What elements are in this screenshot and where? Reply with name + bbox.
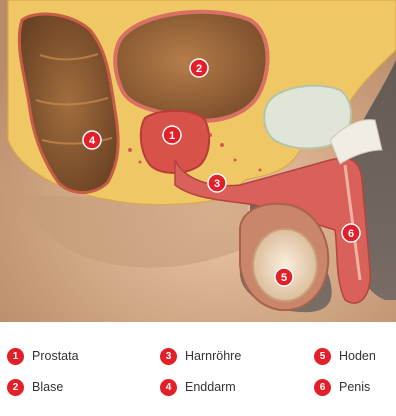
legend-item-prostata: 1 Prostata xyxy=(7,346,79,366)
legend-label-enddarm: Enddarm xyxy=(185,380,236,394)
legend-item-hoden: 5 Hoden xyxy=(314,346,376,366)
legend-item-harnroehre: 3 Harnröhre xyxy=(160,346,241,366)
legend-item-enddarm: 4 Enddarm xyxy=(160,377,236,397)
marker-1: 1 xyxy=(163,126,181,144)
svg-text:3: 3 xyxy=(214,178,220,190)
legend-label-harnroehre: Harnröhre xyxy=(185,349,241,363)
legend-label-penis: Penis xyxy=(339,380,370,394)
legend-label-prostata: Prostata xyxy=(32,349,79,363)
legend-marker-4: 4 xyxy=(160,379,177,396)
marker-6: 6 xyxy=(342,224,360,242)
legend-label-blase: Blase xyxy=(32,380,63,394)
legend-item-blase: 2 Blase xyxy=(7,377,63,397)
legend-label-hoden: Hoden xyxy=(339,349,376,363)
legend-item-penis: 6 Penis xyxy=(314,377,370,397)
svg-text:2: 2 xyxy=(196,63,202,75)
anatomy-illustration: 1 2 3 4 5 6 xyxy=(0,0,396,322)
svg-text:5: 5 xyxy=(281,272,287,284)
legend-marker-2: 2 xyxy=(7,379,24,396)
legend-marker-3: 3 xyxy=(160,348,177,365)
legend-marker-6: 6 xyxy=(314,379,331,396)
marker-2: 2 xyxy=(190,59,208,77)
svg-text:4: 4 xyxy=(89,135,96,147)
svg-text:6: 6 xyxy=(348,228,354,240)
legend-marker-1: 1 xyxy=(7,348,24,365)
legend: 1 Prostata 2 Blase 3 Harnröhre 4 Enddarm… xyxy=(0,322,396,416)
svg-text:1: 1 xyxy=(169,130,175,142)
marker-4: 4 xyxy=(83,131,101,149)
testis xyxy=(253,229,317,301)
legend-marker-5: 5 xyxy=(314,348,331,365)
marker-3: 3 xyxy=(208,174,226,192)
marker-5: 5 xyxy=(275,268,293,286)
